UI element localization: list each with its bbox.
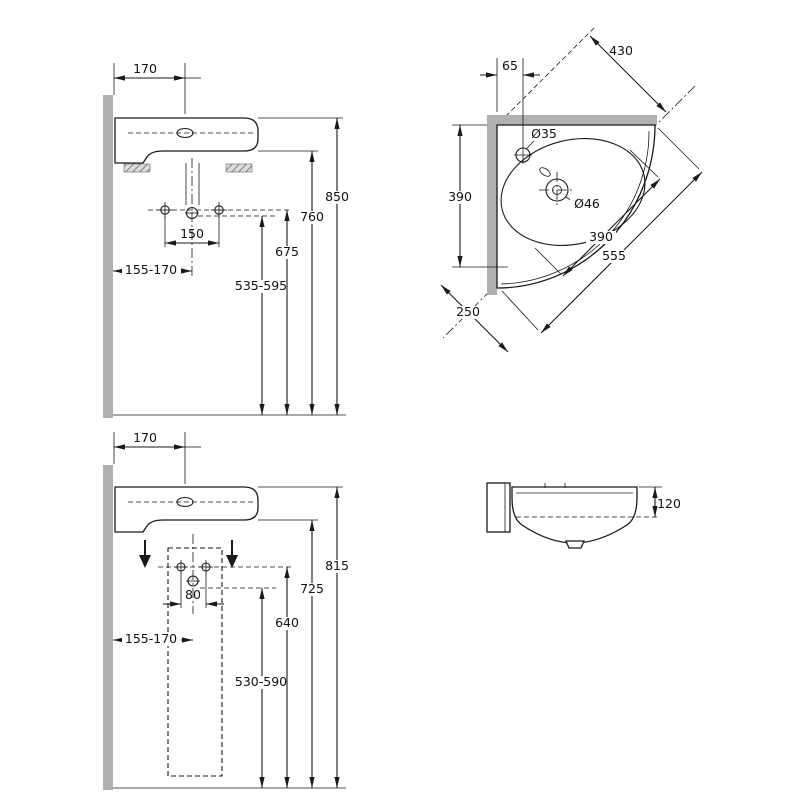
dim-width-170: 170	[113, 61, 201, 114]
dim-label: 155-170	[125, 262, 177, 277]
fixing-hole-marker-right	[199, 560, 213, 574]
wall-bracket-side	[486, 482, 511, 533]
dim-height-120: 120	[639, 486, 681, 517]
dim-wall-430: 430	[589, 35, 667, 113]
half-pedestal-outline	[167, 547, 223, 777]
dim-label: 535-595	[235, 278, 287, 293]
overflow-hole	[176, 496, 194, 508]
dim-label: 530-590	[235, 674, 287, 689]
dim-diag-555: 555	[501, 127, 703, 334]
drain-outlet-marker	[186, 575, 200, 587]
drain-outlet-marker	[185, 206, 199, 220]
dim-label: 640	[275, 615, 299, 630]
view-plan-corner: 65 Ø35 430 390 Ø46 390	[440, 27, 703, 353]
dim-label: 250	[456, 304, 480, 319]
fixing-hole-marker-left	[174, 560, 188, 574]
dim-holes-80: 80	[163, 573, 224, 608]
view-side-elevation-lower: 170 80 155-170 530-590 640	[103, 430, 351, 790]
view-front-elevation: 120	[486, 482, 681, 549]
wall-bracket-hatch-right	[225, 163, 253, 173]
label-taphole-dia: Ø35	[525, 126, 561, 150]
dim-height-815: 815	[258, 486, 351, 788]
dim-height-760: 760	[258, 150, 326, 415]
dim-label: 65	[502, 58, 518, 73]
dim-drain-range-530-590: 530-590	[200, 587, 290, 788]
mounting-arrow-left	[139, 540, 151, 568]
dim-drain-range-535-595: 535-595	[198, 215, 290, 415]
dim-label: 170	[133, 61, 157, 76]
dim-wall-range-155-170: 155-170	[113, 631, 193, 646]
wall-top	[487, 115, 657, 125]
dim-label: 390	[448, 189, 472, 204]
dim-label: 555	[602, 248, 626, 263]
view-side-elevation-upper: 170 150 155-170 535-595 675	[103, 61, 351, 418]
wall-section	[103, 465, 113, 790]
wall-bracket-hatch-left	[123, 163, 151, 173]
label-drain-dia: Ø46	[565, 196, 604, 211]
dim-label: 815	[325, 558, 349, 573]
dim-label: Ø46	[574, 196, 600, 211]
dim-label: 430	[609, 43, 633, 58]
dim-label: 170	[133, 430, 157, 445]
dim-label: 760	[300, 209, 324, 224]
mounting-arrow-right	[226, 540, 238, 568]
dim-wall-range-155-170: 155-170	[113, 262, 192, 277]
dim-label: 120	[657, 496, 681, 511]
dim-label: 155-170	[125, 631, 177, 646]
dim-height-725: 725	[258, 519, 326, 788]
basin-side-profile	[114, 117, 259, 164]
fixing-hole-marker-right	[211, 202, 227, 218]
dim-height-675: 675	[273, 210, 301, 415]
dim-height-640: 640	[273, 567, 301, 788]
overflow-hole	[176, 127, 194, 139]
dim-label: 390	[589, 229, 613, 244]
dim-tap-65: 65	[480, 58, 540, 146]
dim-diag-250: 250	[440, 284, 509, 353]
dim-width-170: 170	[113, 430, 201, 484]
basin-front-outline	[511, 486, 638, 544]
dim-depth-390: 390	[445, 124, 508, 268]
drain-stub	[565, 540, 585, 549]
dim-label: Ø35	[531, 126, 557, 141]
dim-label: 850	[325, 189, 349, 204]
wall-section	[103, 95, 113, 418]
fixing-hole-marker-left	[157, 202, 173, 218]
dim-height-850: 850	[258, 117, 351, 415]
tap-hole	[514, 146, 532, 164]
dim-label: 725	[300, 581, 324, 596]
basin-side-profile	[114, 486, 259, 533]
dim-label: 80	[185, 587, 201, 602]
dim-label: 675	[275, 244, 299, 259]
wall-left	[487, 115, 497, 295]
dim-holes-150: 150	[164, 216, 220, 247]
dim-label: 150	[180, 226, 204, 241]
